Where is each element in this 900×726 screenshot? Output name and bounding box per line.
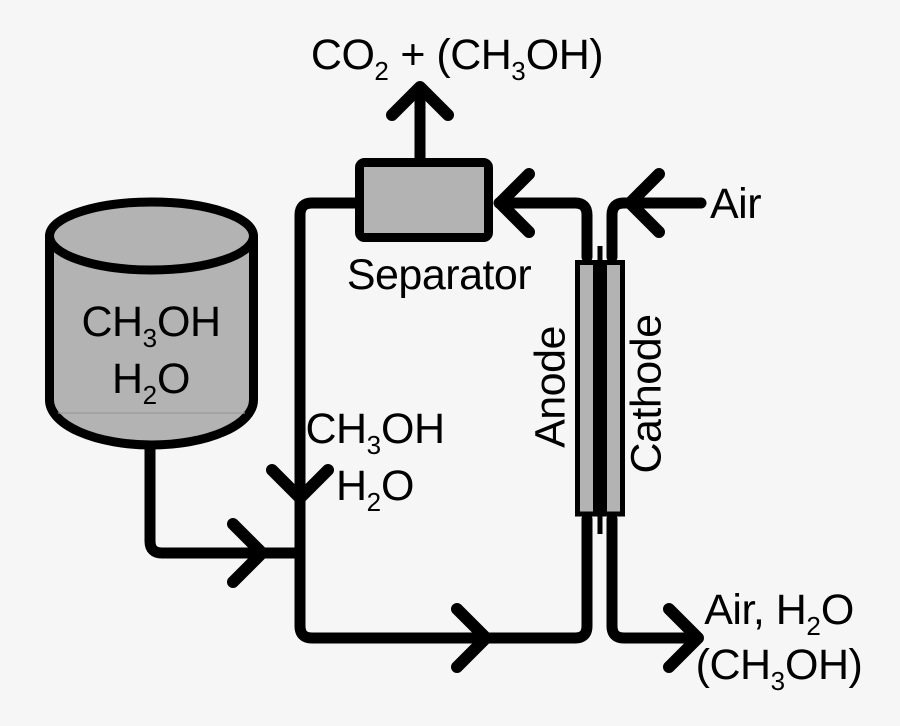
label-segment: H [336, 462, 367, 510]
separator-box [355, 158, 493, 242]
flow-lines [144, 87, 707, 644]
flow-arrow-down-icon [266, 464, 334, 504]
flow-arrow-right-icon [227, 518, 268, 588]
label-segment: (CH [695, 641, 771, 689]
label-subscript: 2 [806, 611, 821, 641]
label-subscript: 3 [366, 430, 382, 460]
cathode-outlet-label: Air, H2O (CH3OH) [695, 583, 863, 696]
flow-arrow-right-icon [663, 603, 704, 673]
cathode-bar [602, 260, 625, 517]
separator-label: Separator [346, 251, 532, 299]
tank-contents-label: CH3OH H2O [81, 294, 221, 408]
label-segment: O [820, 586, 854, 634]
label-subscript: 3 [511, 56, 526, 86]
label-subscript: 2 [366, 487, 382, 517]
flow-arrow-left-icon [624, 168, 665, 238]
fuel-cell [575, 246, 625, 534]
outlet-label-line1: Air, H2O [696, 583, 863, 641]
label-segment: Air, H [704, 586, 807, 634]
flow-arrow-right-icon [451, 603, 492, 673]
label-segment: OH [381, 405, 445, 453]
tank-lid [45, 197, 258, 275]
label-segment: OH) [525, 31, 604, 79]
pipe-air-inlet [606, 197, 707, 263]
label-segment: O [157, 355, 190, 403]
label-subscript: 3 [142, 323, 158, 353]
pipe-recirculation-loop [294, 197, 593, 644]
recirculation-label-line1: CH3OH [305, 401, 445, 460]
label-segment: OH [157, 298, 221, 346]
flow-arrow-up-icon [386, 81, 454, 121]
cathode-label: Cathode [622, 314, 671, 474]
flow-arrow-left-icon [494, 168, 535, 238]
tank-body [45, 231, 258, 450]
label-subscript: 2 [142, 380, 158, 410]
label-segment: CO [310, 31, 375, 79]
label-segment: CH [81, 298, 143, 346]
anode-bar [575, 260, 598, 517]
label-segment: O [381, 462, 414, 510]
outlet-label-line2: (CH3OH) [695, 638, 863, 696]
pipe-tank-outlet [144, 432, 303, 559]
tank-label-line2: H2O [81, 351, 220, 408]
separator-vent-label: CO2 + (CH3OH) [310, 31, 604, 85]
label-segment: OH) [785, 641, 863, 689]
label-subscript: 2 [374, 56, 389, 86]
label-segment: CH [305, 405, 367, 453]
recirculation-stream-label: CH3OH H2O [305, 401, 445, 515]
label-segment: H [112, 355, 143, 403]
air-inlet-label: Air [710, 180, 762, 228]
fuel-tank [45, 197, 258, 450]
pipe-anode-to-separator [493, 197, 593, 263]
label-segment: + (CH [388, 31, 512, 79]
flow-arrows [227, 81, 704, 673]
pipe-cathode-outlet [606, 513, 693, 644]
recirculation-label-line2: H2O [305, 458, 444, 515]
anode-label: Anode [526, 326, 575, 448]
tank-label-line1: CH3OH [81, 294, 221, 353]
label-subscript: 3 [770, 666, 786, 696]
